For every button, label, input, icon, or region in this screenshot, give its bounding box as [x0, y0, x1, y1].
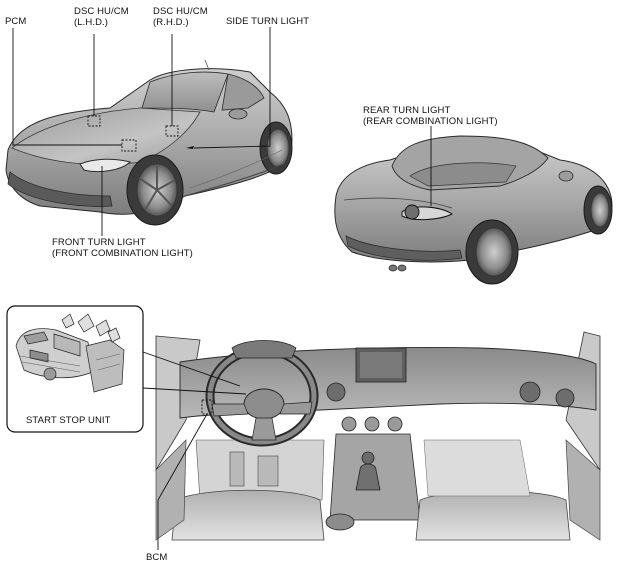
bcm-label-text: BCM	[146, 552, 168, 563]
rear-car-illustration	[334, 135, 613, 285]
pcm-location-box	[121, 139, 137, 152]
dsc-rhd-label: DSC HU/CM (R.H.D.)	[153, 6, 208, 28]
front-turn-light-label: FRONT TURN LIGHT (FRONT COMBINATION LIGH…	[52, 237, 193, 259]
rear-turn-light-label-line1: REAR TURN LIGHT	[363, 105, 451, 116]
bcm-label: BCM	[146, 552, 167, 563]
start-stop-unit-inset	[6, 305, 144, 433]
front-car-side-window	[221, 73, 265, 111]
front-car-hood	[11, 107, 201, 165]
rear-turn-light-label: REAR TURN LIGHT (REAR COMBINATION LIGHT)	[363, 105, 498, 127]
front-car-illustration	[5, 59, 293, 226]
front-car-windshield	[141, 71, 229, 113]
side-turn-light-label: SIDE TURN LIGHT	[226, 16, 309, 27]
front-turn-light-label-line2: (FRONT COMBINATION LIGHT)	[52, 248, 193, 259]
side-turn-light-label-text: SIDE TURN LIGHT	[226, 16, 310, 27]
front-turn-light-label-line1: FRONT TURN LIGHT	[52, 237, 146, 248]
pcm-label: PCM	[5, 16, 26, 27]
pcm-label-text: PCM	[5, 16, 27, 27]
interior-illustration	[152, 330, 601, 541]
dsc-lhd-location-box	[87, 115, 101, 127]
start-stop-unit-label: START STOP UNIT	[26, 415, 111, 426]
dsc-rhd-location-box	[165, 125, 179, 137]
dsc-rhd-label-line2: (R.H.D.)	[153, 17, 189, 28]
front-car-grille	[7, 171, 113, 207]
dsc-lhd-label-line2: (L.H.D.)	[74, 17, 109, 28]
dsc-lhd-label: DSC HU/CM (L.H.D.)	[74, 6, 129, 28]
rear-turn-light-label-line2: (REAR COMBINATION LIGHT)	[363, 116, 498, 127]
dsc-lhd-label-line1: DSC HU/CM	[74, 6, 129, 17]
driver-seat	[171, 489, 325, 541]
rear-car-rear-window	[409, 162, 517, 187]
side-turn-light-marker	[186, 146, 194, 149]
dsc-rhd-label-line1: DSC HU/CM	[153, 6, 208, 17]
passenger-seat	[415, 490, 571, 541]
leader-lines	[12, 27, 432, 550]
start-stop-unit-label-text: START STOP UNIT	[26, 415, 111, 426]
front-headlight	[79, 158, 131, 173]
